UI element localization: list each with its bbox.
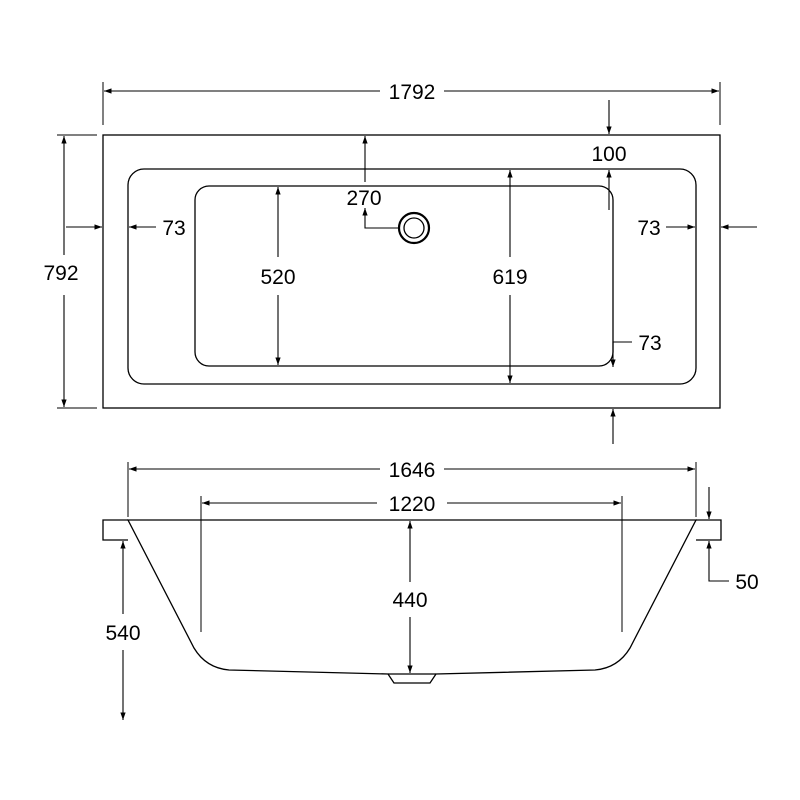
label-base-length: 1220	[389, 493, 436, 516]
side-bath-profile	[126, 519, 698, 684]
dimension-overall-length: 1792	[102, 81, 721, 125]
dimension-rim-bottom-right: 73	[610, 332, 662, 444]
label-overall-length: 1792	[389, 81, 436, 104]
label-base-width: 520	[260, 266, 295, 289]
dimension-waste-offset: 270	[346, 136, 398, 229]
dimension-overall-width: 792	[43, 134, 97, 409]
label-waste-offset: 270	[346, 187, 381, 210]
label-inner-width: 619	[492, 266, 527, 289]
label-depth: 440	[392, 589, 427, 612]
side-right-rim	[696, 519, 722, 541]
dimension-base-length: 1220	[200, 493, 623, 632]
dimension-rim-thickness: 50	[706, 487, 759, 594]
label-rim-bottom-right: 73	[638, 332, 661, 355]
side-view: 1646 1220 440 540 50	[102, 459, 759, 720]
label-top-length: 1646	[389, 459, 436, 482]
side-left-rim	[102, 519, 128, 541]
dimension-rim-end: 100	[591, 100, 627, 210]
dimension-rim-right: 73	[637, 217, 757, 240]
label-rim-right: 73	[637, 217, 660, 240]
plan-base	[194, 185, 614, 367]
label-overall-height: 540	[105, 622, 140, 645]
dimension-rim-left: 73	[66, 217, 186, 240]
label-rim-end: 100	[591, 143, 626, 166]
dimension-overall-height: 540	[105, 541, 141, 720]
plan-view: 1792 792 100 270 73	[43, 81, 757, 444]
dimension-depth: 440	[392, 521, 428, 673]
plan-outer-rim	[102, 134, 721, 409]
label-rim-left: 73	[162, 217, 185, 240]
waste-outlet-inner	[403, 217, 425, 239]
plan-inner-basin	[127, 168, 697, 385]
label-rim-thickness: 50	[735, 571, 758, 594]
dimension-inner-width: 619	[492, 170, 528, 383]
label-overall-width: 792	[43, 262, 78, 285]
dimension-top-length: 1646	[127, 459, 697, 517]
waste-outlet-outer	[397, 211, 431, 245]
dimension-base-width: 520	[260, 187, 296, 365]
